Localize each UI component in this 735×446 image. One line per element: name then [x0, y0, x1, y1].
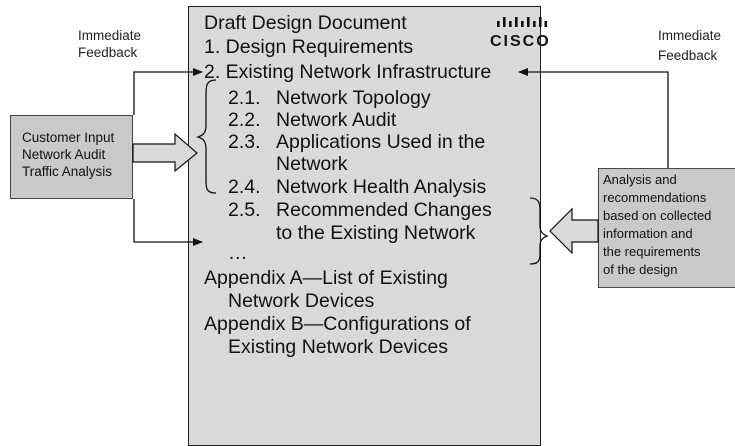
right-brace [529, 197, 549, 265]
analysis-box-line2: recommendations [603, 190, 707, 205]
analysis-box [598, 168, 735, 288]
left-feedback-line1: Immediate [78, 28, 142, 43]
section-2-4-number: 2.4. [228, 176, 261, 198]
ellipsis: … [228, 242, 248, 264]
analysis-box-line3: based on collected [603, 208, 712, 223]
right-feedback-line1: Immediate [658, 28, 722, 43]
analysis-block-arrow [549, 207, 599, 255]
draft-design-document-panel [188, 6, 541, 446]
section-2-1-number: 2.1. [228, 87, 261, 109]
section-2-1-title: Network Topology [276, 87, 431, 109]
cisco-wordmark: CISCO [490, 33, 551, 50]
customer-block-arrow [132, 132, 198, 173]
appendix-a-line2: Network Devices [228, 290, 375, 312]
customer-box-line2: Network Audit [22, 147, 106, 162]
section-2-5-number: 2.5. [228, 199, 261, 221]
analysis-box-line1: Analysis and [603, 172, 677, 187]
diagram-connectors [132, 68, 669, 265]
customer-box-line3: Traffic Analysis [22, 164, 113, 179]
section-2-2-number: 2.2. [228, 109, 261, 131]
cisco-bars-logo [497, 17, 548, 27]
section-2-5-title-line2: to the Existing Network [276, 222, 476, 244]
customer-box-line1: Customer Input [22, 130, 115, 145]
analysis-box-line5: the requirements [603, 244, 701, 259]
section-1-heading: 1. Design Requirements [204, 36, 414, 58]
analysis-box-line6: of the design [603, 262, 678, 277]
left-feedback-line2: Feedback [78, 45, 138, 60]
section-2-heading: 2. Existing Network Infrastructure [204, 61, 492, 83]
analysis-box-line4: information and [603, 226, 693, 241]
appendix-b-line2: Existing Network Devices [228, 336, 448, 358]
section-2-2-title: Network Audit [276, 109, 397, 131]
right-feedback-line2: Feedback [658, 48, 718, 63]
customer-input-box [10, 115, 133, 199]
appendix-a-line1: Appendix A—List of Existing [204, 267, 448, 289]
section-2-3-title-line2: Network [276, 153, 348, 175]
section-2-3-title-line1: Applications Used in the [276, 131, 486, 153]
section-2-3-number: 2.3. [228, 131, 261, 153]
document-title: Draft Design Document [204, 12, 407, 34]
left-brace [195, 79, 217, 194]
section-2-4-title: Network Health Analysis [276, 176, 487, 198]
left-feedback-arrow [133, 68, 203, 115]
appendix-b-line1: Appendix B—Configurations of [204, 313, 471, 335]
right-feedback-arrow [518, 68, 669, 168]
section-2-5-title-line1: Recommended Changes [276, 199, 492, 221]
left-lower-arrow [133, 199, 203, 246]
